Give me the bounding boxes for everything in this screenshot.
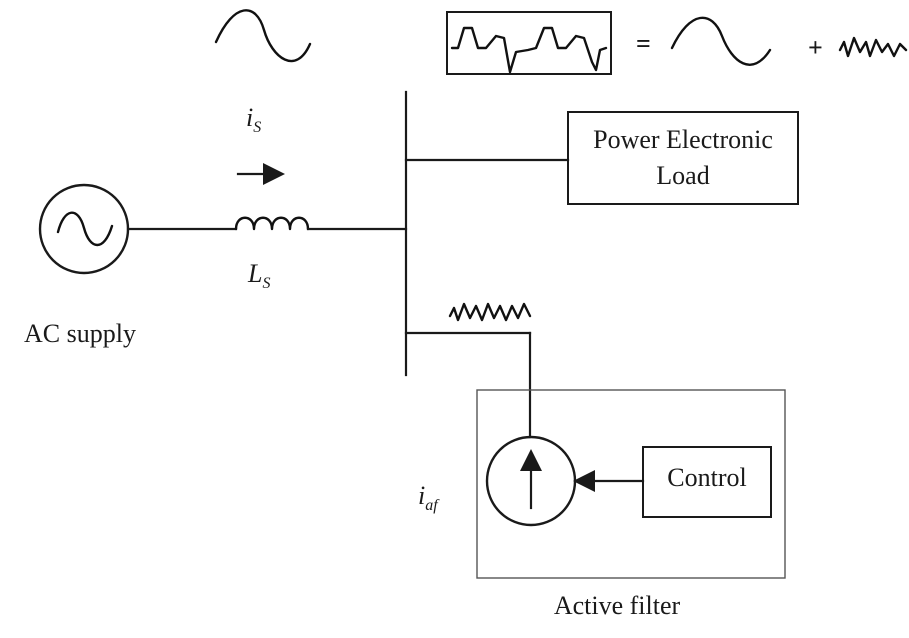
load-label-line2: Load (656, 161, 709, 190)
svg-text:iaf: iaf (418, 481, 440, 514)
svg-text:iS: iS (246, 103, 261, 136)
filter-current-label: iaf (418, 481, 440, 514)
ac-supply-label: AC supply (24, 319, 136, 348)
power-electronic-load-box: Power Electronic Load (567, 111, 799, 205)
inductor-coil-icon (234, 216, 310, 231)
control-label: Control (667, 463, 746, 492)
sine-wave-icon (56, 211, 114, 246)
harmonic-component-icon (838, 36, 908, 58)
active-filter-label: Active filter (554, 591, 681, 620)
ac-supply-source: AC supply (24, 183, 136, 348)
current-source (485, 435, 577, 527)
fundamental-component-icon (670, 16, 772, 66)
distorted-load-current-icon (450, 26, 608, 74)
control-block: Control (642, 446, 772, 518)
distorted-waveform-box (446, 11, 612, 75)
svg-text:LS: LS (247, 259, 270, 292)
inductance-label: LS (247, 259, 270, 292)
active-filter-enclosure (476, 389, 786, 579)
plus-sign: + (808, 33, 823, 62)
source-current-label: iS (246, 103, 261, 136)
equals-sign: = (636, 29, 651, 58)
waveform-equation: = + (214, 9, 908, 75)
sinusoid-waveform-icon (214, 9, 312, 63)
load-label-line1: Power Electronic (593, 125, 773, 154)
harmonic-injection-waveform-icon (448, 302, 532, 322)
